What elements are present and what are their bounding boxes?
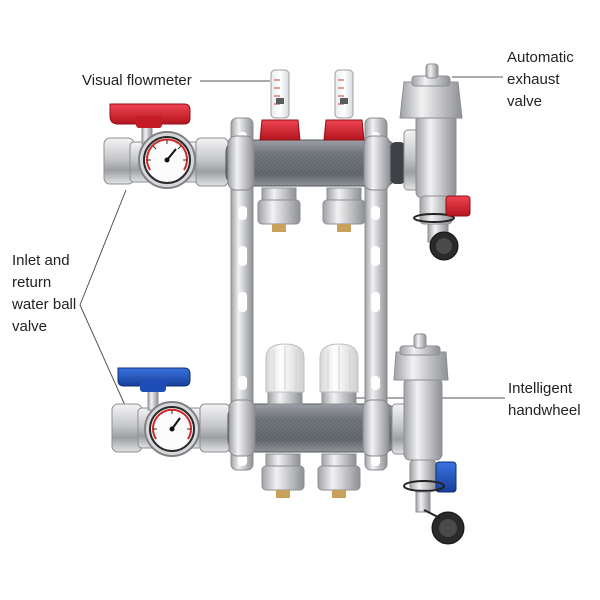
handwheel-right	[319, 343, 359, 405]
bottom-outlet-fitting-right	[317, 453, 361, 498]
bottom-outlet-fitting-left	[261, 453, 305, 498]
handwheel-left	[265, 343, 305, 405]
label-line: handwheel	[508, 402, 581, 419]
label-line: Automatic	[507, 49, 574, 66]
label-line: Intelligent	[508, 380, 573, 397]
label-line: Inlet and	[12, 252, 70, 269]
top-pressure-gauge	[138, 131, 196, 189]
flowmeter-left	[259, 69, 301, 141]
bottom-clamp-right	[362, 399, 390, 457]
label-line: exhaust	[507, 71, 560, 88]
leader-line-ball-valve-top	[79, 189, 127, 306]
label-ball-valve: Inlet and return water ball valve	[12, 250, 76, 338]
automatic-exhaust-valve	[399, 63, 471, 261]
label-line: water ball	[12, 296, 77, 313]
bottom-manifold-bar	[227, 403, 397, 453]
top-outlet-fitting-left	[257, 187, 301, 232]
label-line: return	[12, 274, 52, 291]
label-automatic-exhaust-valve: Automatic exhaust valve	[507, 47, 574, 113]
label-line: Visual flowmeter	[82, 72, 192, 89]
label-line: valve	[507, 93, 543, 110]
label-intelligent-handwheel: Intelligent handwheel	[508, 378, 581, 422]
bottom-clamp-left	[228, 399, 256, 457]
label-line: valve	[12, 318, 48, 335]
bottom-pressure-gauge	[144, 401, 200, 457]
top-clamp-right	[363, 135, 391, 191]
bottom-exhaust-valve	[391, 333, 465, 545]
flowmeter-right	[323, 69, 365, 141]
leader-line-ball-valve-bottom	[79, 304, 129, 413]
top-outlet-fitting-right	[322, 187, 366, 232]
top-manifold-bar	[225, 139, 406, 187]
label-visual-flowmeter: Visual flowmeter	[82, 70, 192, 92]
top-clamp-left	[227, 135, 255, 191]
